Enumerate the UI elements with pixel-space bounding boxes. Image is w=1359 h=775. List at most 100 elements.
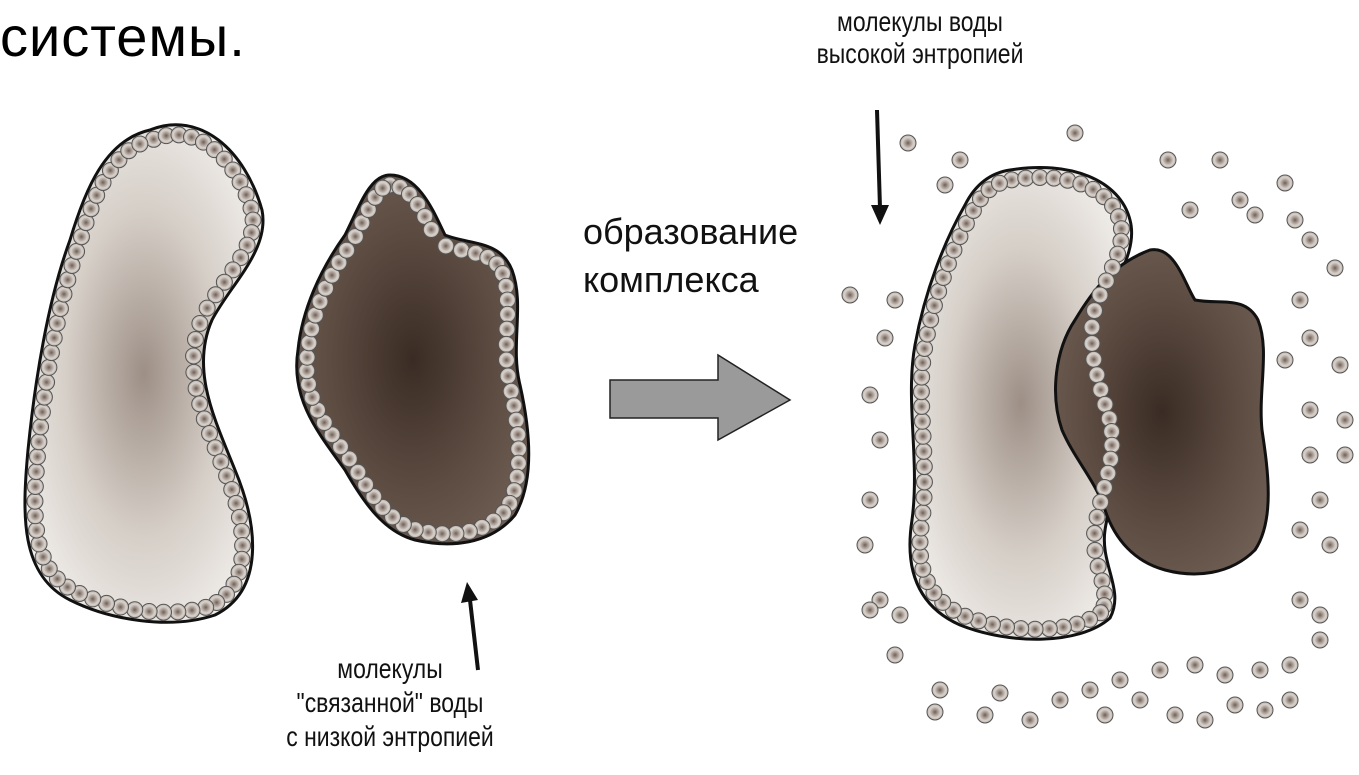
bound-water-molecule: [916, 443, 932, 459]
bound-water-molecule: [1103, 451, 1119, 467]
bound-water-molecule: [1097, 396, 1113, 412]
free-water-molecule: [1160, 152, 1176, 168]
bound-water-molecule: [187, 332, 203, 348]
bound-water-molecule: [1089, 509, 1105, 525]
bound-water-molecule: [916, 459, 932, 475]
free-water-molecule: [1232, 192, 1248, 208]
bound-water-molecule: [132, 136, 148, 152]
bound-water-molecule: [27, 493, 43, 509]
bound-water-molecule: [438, 238, 454, 254]
bound-water-molecule: [914, 369, 930, 385]
bound-water-molecule: [506, 398, 522, 414]
bound-water-molecule: [453, 242, 469, 258]
free-water-molecule: [932, 682, 948, 698]
free-water-molecule: [992, 685, 1008, 701]
free-water-molecule: [842, 287, 858, 303]
bound-water-molecule: [301, 335, 317, 351]
free-water-molecule: [1287, 212, 1303, 228]
bound-water-molecule: [228, 495, 244, 511]
bound-water-molecule: [27, 508, 43, 524]
free-water-molecule: [1292, 292, 1308, 308]
bound-water-molecule: [915, 428, 931, 444]
bound-water-molecule: [198, 599, 214, 615]
bound-water-molecule: [1093, 382, 1109, 398]
free-water-molecule: [1312, 607, 1328, 623]
bound-water-molecule: [919, 326, 935, 342]
bound-water-molecule: [56, 286, 72, 302]
bound-water-molecule: [1092, 287, 1108, 303]
free-water-molecule: [1292, 522, 1308, 538]
free-water-molecule: [1167, 707, 1183, 723]
free-water-molecule: [1332, 357, 1348, 373]
bound-water-molecule: [60, 272, 76, 288]
free-water-molecule: [862, 387, 878, 403]
free-water-molecule: [900, 135, 916, 151]
bound-water-molecule: [916, 489, 932, 505]
bound-water-molecule: [31, 434, 47, 450]
bound-water-molecule: [915, 355, 931, 371]
free-water-molecule: [1292, 592, 1308, 608]
bound-water-molecule: [31, 536, 47, 552]
free-water-molecule: [1182, 202, 1198, 218]
free-water-molecule: [862, 492, 878, 508]
bound-water-molecule: [498, 336, 514, 352]
free-water-molecule: [1197, 712, 1213, 728]
free-water-molecule: [1022, 712, 1038, 728]
bound-water-molecule: [192, 396, 208, 412]
bound-water-molecule: [499, 352, 515, 368]
free-water-molecule: [1052, 692, 1068, 708]
free-water-molecule: [1302, 330, 1318, 346]
bound-water-molecule: [1055, 619, 1071, 635]
bound-water-molecule: [915, 505, 931, 521]
bound-water-molecule: [914, 413, 930, 429]
bound-water-molecule: [499, 292, 515, 308]
bound-water-molecule: [27, 478, 43, 494]
free-water-molecule: [887, 292, 903, 308]
bound-water-molecule: [41, 359, 57, 375]
bound-water-molecule: [375, 180, 391, 196]
bound-water-molecule: [64, 257, 80, 273]
bound-water-molecule: [916, 474, 932, 490]
bound-water-molecule: [1086, 303, 1102, 319]
bound-water-molecule: [1013, 621, 1029, 637]
bound-water-molecule: [49, 315, 65, 331]
free-water-molecule: [1257, 702, 1273, 718]
bound-water-molecule: [199, 300, 215, 316]
bound-water-molecule: [192, 315, 208, 331]
bound-water-molecule: [1087, 525, 1103, 541]
bound-water-molecule: [926, 298, 942, 314]
bound-water-molecule: [73, 229, 89, 245]
bound-water-molecule: [184, 602, 200, 618]
bound-water-molecule: [186, 364, 202, 380]
bound-water-molecule: [113, 599, 129, 615]
light-protein-unbound: [25, 125, 263, 622]
free-water-molecule: [1212, 152, 1228, 168]
bound-water-molecule: [503, 383, 519, 399]
bound-water-molecule: [1090, 558, 1106, 574]
bound-water-molecule: [202, 425, 218, 441]
free-water-molecule: [1302, 402, 1318, 418]
bound-water-molecule: [1096, 480, 1112, 496]
free-water-molecule: [862, 602, 878, 618]
free-water-molecule: [937, 177, 953, 193]
bound-water-molecule: [52, 301, 68, 317]
bound-water-molecule: [912, 534, 928, 550]
bound-water-molecule: [43, 345, 59, 361]
bound-water-molecule: [1098, 273, 1114, 289]
bound-water-molecule: [1100, 465, 1116, 481]
free-water-molecule: [1132, 692, 1148, 708]
bound-water-molecule: [127, 602, 143, 618]
bound-water-molecule: [186, 348, 202, 364]
bound-water-molecule: [33, 419, 49, 435]
bound-water-molecule: [991, 175, 1007, 191]
bound-water-molecule: [1041, 621, 1057, 637]
free-water-molecule: [1067, 125, 1083, 141]
bound-water-molecule: [913, 520, 929, 536]
bound-water-molecule: [299, 349, 315, 365]
free-water-molecule: [1312, 632, 1328, 648]
free-water-molecule: [952, 152, 968, 168]
bound-water-molecule: [499, 321, 515, 337]
bound-water-molecule: [1089, 367, 1105, 383]
free-water-molecule: [1282, 692, 1298, 708]
